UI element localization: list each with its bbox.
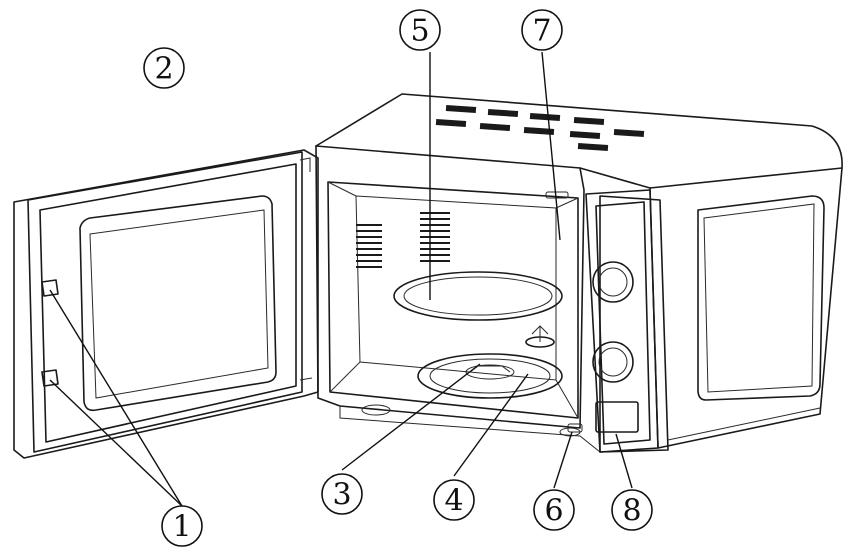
callout-2-number: 2 xyxy=(154,52,173,87)
leader-lines xyxy=(49,51,633,507)
callout-7: 7 xyxy=(521,9,563,51)
turntable-shaft xyxy=(525,325,555,348)
callout-7-number: 7 xyxy=(532,14,551,49)
callout-4-number: 4 xyxy=(444,484,463,519)
callout-1-number: 1 xyxy=(172,510,191,545)
timer-knob xyxy=(592,261,634,303)
control-panel xyxy=(585,189,659,453)
open-door xyxy=(13,149,319,459)
callout-6-number: 6 xyxy=(544,494,563,529)
callout-1: 1 xyxy=(161,505,203,547)
callout-8-number: 8 xyxy=(622,494,641,529)
turntable xyxy=(417,353,563,399)
door-interlock xyxy=(545,191,583,433)
callout-5: 5 xyxy=(399,9,441,51)
callout-3-number: 3 xyxy=(332,478,351,513)
power-knob xyxy=(592,341,634,383)
callout-5-number: 5 xyxy=(410,14,429,49)
door-release-button xyxy=(595,401,639,433)
callout-6: 6 xyxy=(533,489,575,531)
oven-cavity xyxy=(327,181,579,419)
top-vents xyxy=(435,104,645,152)
callout-3: 3 xyxy=(321,473,363,515)
callout-8: 8 xyxy=(611,489,653,531)
callout-2: 2 xyxy=(143,47,185,89)
grill-rack xyxy=(393,271,563,321)
callout-4: 4 xyxy=(433,479,475,521)
